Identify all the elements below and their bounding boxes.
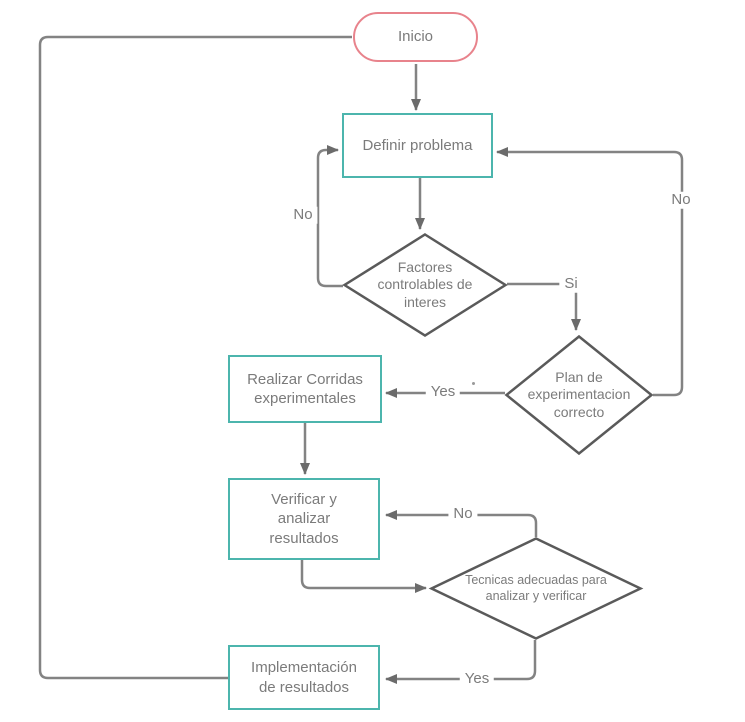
node-implementacion: Implementación de resultados (228, 645, 380, 710)
edge-plan-no-to-definir (496, 147, 684, 397)
edge-label-factores-si: Si (559, 275, 583, 293)
edge-label-factores-no: No (288, 206, 318, 224)
edge-verificar-to-tecnicas (300, 560, 427, 593)
edge-tecnicas-yes-to-implementacion (385, 640, 537, 684)
node-decision-factores: Factores controlables de interes (342, 233, 508, 337)
edge-label-plan-yes: Yes (425, 383, 461, 401)
node-definir-problema: Definir problema (342, 113, 493, 178)
edge-label-plan-no: No (666, 191, 696, 209)
decision-factores-label: Factores controlables de interes (377, 258, 473, 310)
diamond-shape (342, 233, 508, 337)
node-decision-plan: Plan de experimentacion correcto (504, 334, 654, 456)
node-realizar-corridas: Realizar Corridas experimentales (228, 355, 382, 423)
edge-factores-no-to-definir (316, 145, 343, 288)
edge-label-tecnicas-no: No (448, 505, 478, 523)
diamond-shape (428, 537, 644, 640)
node-decision-tecnicas: Tecnicas adecuadas para analizar y verif… (428, 537, 644, 640)
node-inicio: Inicio (353, 12, 478, 62)
edge-label-tecnicas-yes: Yes (459, 670, 495, 688)
decision-plan-label: Plan de experimentacion correcto (527, 368, 631, 420)
node-verificar-analizar: Verificar y analizar resultados (228, 478, 380, 560)
decision-tecnicas-label: Tecnicas adecuadas para analizar y verif… (465, 572, 607, 603)
stray-dot-mark (472, 382, 475, 385)
edge-tecnicas-no-to-verificar (385, 510, 538, 537)
edge-implementacion-to-inicio-loop (38, 35, 352, 680)
diamond-shape (504, 334, 654, 456)
